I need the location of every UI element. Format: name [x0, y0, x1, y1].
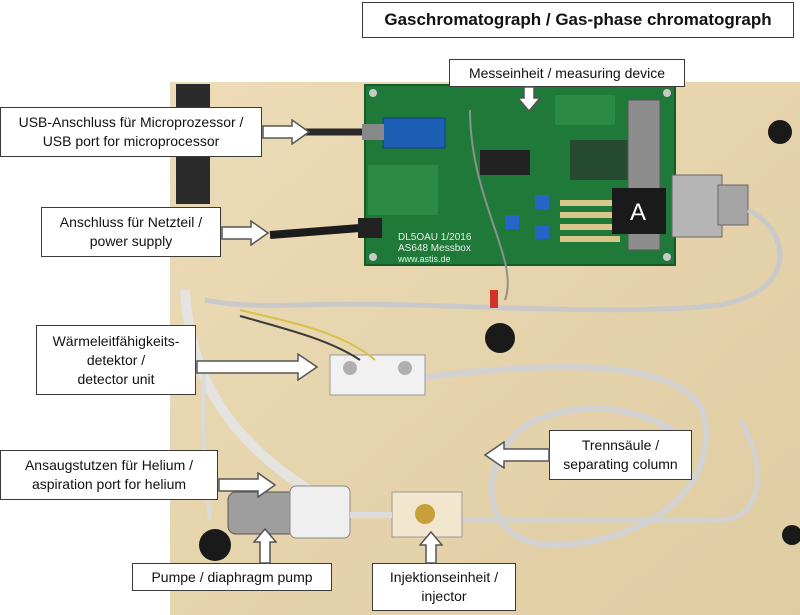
label-helium-line2: aspiration port for helium: [31, 476, 187, 492]
board-text-1: DL5OAU 1/2016: [398, 232, 472, 243]
arrow-up-injector: [419, 531, 443, 564]
power-cable: [269, 224, 361, 239]
column-tube: [419, 364, 710, 549]
board-text-2: AS648 Messbox: [398, 243, 471, 254]
label-separating-column: Trennsäule / separating column: [549, 430, 692, 480]
label-usb-port: USB-Anschluss für Microprozessor / USB p…: [0, 107, 262, 157]
label-power-line1: Anschluss für Netzteil /: [59, 214, 203, 230]
dsub-plug: [671, 174, 723, 238]
label-measuring-device: Messeinheit / measuring device: [449, 59, 685, 87]
board-text-3: www.astis.de: [397, 254, 451, 264]
label-detector-unit: Wärmeleitfähigkeits- detektor / detector…: [36, 325, 196, 395]
label-column-line1: Trennsäule /: [581, 437, 660, 453]
pump-head: [289, 485, 351, 539]
grey-cable: [204, 207, 783, 313]
label-pump-line1: Pumpe / diaphragm pump: [151, 568, 313, 585]
arrow-right-usb: [262, 119, 310, 145]
arrow-right-detector: [196, 353, 318, 381]
arrow-right-power: [221, 220, 269, 246]
label-column-line2: separating column: [563, 456, 678, 472]
label-power-line2: power supply: [89, 233, 173, 249]
label-helium-port: Ansaugstutzen für Helium / aspiration po…: [0, 450, 218, 500]
detector-block: [329, 354, 426, 396]
label-injector-line2: injector: [421, 588, 467, 604]
microcontroller: [382, 117, 446, 149]
arrow-down-measuring: [517, 86, 541, 112]
figure-title: Gaschromatograph / Gas-phase chromatogra…: [362, 2, 794, 38]
arrow-right-helium: [218, 472, 276, 498]
rubber-foot: [199, 529, 231, 561]
label-diaphragm-pump: Pumpe / diaphragm pump: [132, 563, 332, 591]
rubber-foot: [782, 525, 800, 545]
rubber-foot: [485, 323, 515, 353]
label-detector-line1: Wärmeleitfähigkeits-: [52, 332, 180, 349]
label-injector: Injektionseinheit / injector: [372, 563, 516, 611]
label-usb-line2: USB port for microprocessor: [42, 133, 220, 149]
label-injector-line1: Injektionseinheit /: [389, 569, 499, 585]
rubber-foot: [768, 120, 792, 144]
arrow-up-pump: [253, 528, 277, 564]
label-detector-line2: detektor /: [86, 351, 146, 368]
label-detector-line3: detector unit: [77, 370, 155, 387]
arrow-left-column: [484, 441, 550, 469]
port-letter: A: [630, 199, 646, 226]
label-usb-line1: USB-Anschluss für Microprozessor /: [18, 114, 244, 130]
label-measuring-line1: Messeinheit / measuring device: [468, 64, 666, 81]
signal-wire: [469, 109, 509, 301]
label-helium-line1: Ansaugstutzen für Helium /: [24, 457, 194, 473]
column-tube-2: [455, 418, 760, 523]
label-power-supply: Anschluss für Netzteil / power supply: [41, 207, 221, 257]
helium-tube: [180, 289, 333, 510]
